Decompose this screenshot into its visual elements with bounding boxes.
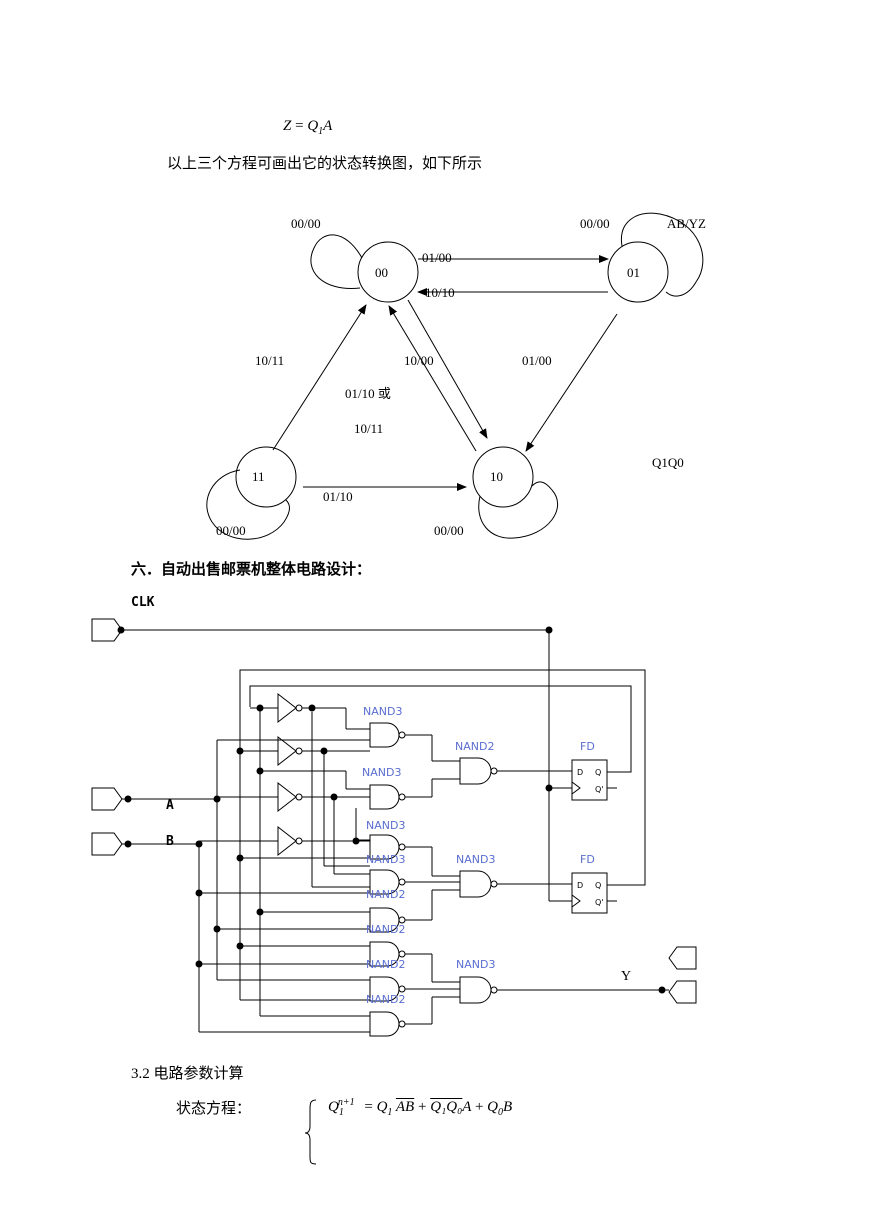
intro-text: 以上三个方程可画出它的状态转换图，如下所示 — [167, 156, 483, 172]
label-10-to-00-a: 01/10 或 — [345, 386, 391, 401]
svg-text:Q': Q' — [595, 785, 604, 794]
flip-flop-2 — [571, 872, 608, 914]
gate-nand2-d — [369, 976, 400, 1002]
gate-label-2: NAND2 — [455, 740, 494, 753]
label-00-to-01: 01/00 — [422, 250, 452, 265]
label-11-to-00: 10/11 — [255, 353, 284, 368]
arrow-01-to-10 — [525, 313, 618, 452]
gate-label-1: NAND3 — [363, 705, 402, 718]
label-01-self: 00/00 — [580, 216, 610, 231]
gate-nand2-a — [459, 757, 492, 785]
gate-label-5: NAND3 — [366, 819, 405, 832]
clk-port — [91, 618, 123, 642]
ff-pin-labels: D Q Q' D Q Q' — [577, 768, 604, 907]
gate-label-6: NAND3 — [366, 853, 405, 866]
gate-label-12: NAND3 — [456, 958, 495, 971]
label-00-to-10: 10/00 — [404, 353, 434, 368]
eq-a: A — [323, 118, 333, 134]
gate-nand3-6 — [459, 976, 492, 1004]
label-10-self: 00/00 — [434, 523, 464, 538]
b-port — [91, 832, 123, 856]
legend-ab-yz: AB/YZ — [667, 216, 706, 231]
label-00-self: 00/00 — [291, 216, 321, 231]
gate-label-4: NAND3 — [362, 766, 401, 779]
gate-label-9: NAND2 — [366, 888, 405, 901]
loop-10 — [478, 481, 558, 539]
eq-lhs: Z — [283, 118, 292, 134]
state-01-label: 01 — [627, 265, 640, 280]
gate-nand2-e — [369, 1011, 400, 1037]
loop-11 — [206, 469, 290, 540]
gate-label-11: NAND2 — [366, 958, 405, 971]
svg-text:D: D — [577, 768, 583, 777]
output-y-label: Y — [621, 969, 631, 984]
subsection-heading: 3.2 电路参数计算 — [131, 1066, 244, 1082]
section-heading: 六．自动出售邮票机整体电路设计： — [131, 560, 372, 578]
state-10-circle — [472, 446, 534, 508]
state-equation: Q1n+1 = Q1 AB + Q₁Q₀A + Q0B — [328, 1097, 513, 1118]
top-equation: Z = Q1A — [283, 118, 333, 137]
state-11-circle — [235, 446, 297, 508]
state-diagram: 00 01 10 11 00/00 00/00 AB/YZ 01/00 10/1… — [206, 212, 706, 540]
out-port-y — [668, 980, 697, 1004]
label-11-to-10: 01/10 — [323, 489, 353, 504]
gate-label-8: FD — [580, 853, 595, 866]
gate-nand3-4 — [369, 869, 400, 895]
inverter-1 — [277, 692, 303, 724]
loop-00 — [310, 234, 363, 289]
arrow-00-to-10 — [407, 299, 488, 439]
state-00-label: 00 — [375, 265, 388, 280]
legend-q1q0: Q1Q0 — [652, 455, 684, 470]
svg-text:Q: Q — [595, 768, 601, 777]
inverter-3 — [277, 781, 303, 813]
gate-nand2-b — [369, 907, 400, 933]
gate-nand3-2 — [369, 784, 400, 810]
eq-q-sub: 1 — [318, 126, 324, 137]
arrow-11-to-00 — [272, 304, 367, 451]
gate-nand3-3 — [369, 834, 400, 860]
state-10-label: 10 — [490, 469, 503, 484]
svg-text:Q': Q' — [595, 898, 604, 907]
gate-nand3-5 — [459, 870, 492, 898]
equation-brace — [304, 1099, 317, 1165]
clk-label: CLK — [131, 595, 155, 610]
input-b-label: B — [166, 834, 174, 849]
gate-label-7: NAND3 — [456, 853, 495, 866]
label-01-to-10: 01/00 — [522, 353, 552, 368]
gate-nand3-1 — [369, 722, 400, 748]
loop-01 — [620, 212, 704, 297]
label-01-to-00: 10/10 — [425, 285, 455, 300]
svg-text:D: D — [577, 881, 583, 890]
out-port-top — [668, 946, 697, 970]
state-00-circle — [357, 241, 419, 303]
svg-text:Q: Q — [595, 881, 601, 890]
inverter-2 — [277, 735, 303, 767]
arrow-10-to-00 — [388, 305, 477, 452]
label-10-to-00-b: 10/11 — [354, 421, 383, 436]
input-a-label: A — [166, 798, 174, 813]
state-eq-label: 状态方程： — [176, 1101, 252, 1117]
state-01-circle — [607, 241, 669, 303]
a-port — [91, 787, 123, 811]
eq-q: Q — [307, 118, 319, 134]
inverter-4 — [277, 825, 303, 857]
gate-nand2-c — [369, 941, 400, 967]
junction-dots — [117, 626, 666, 994]
label-11-self: 00/00 — [216, 523, 246, 538]
state-11-label: 11 — [252, 469, 265, 484]
flip-flop-1 — [571, 759, 608, 801]
gate-label-13: NAND2 — [366, 993, 405, 1006]
gate-label-3: FD — [580, 740, 595, 753]
gate-label-10: NAND2 — [366, 923, 405, 936]
